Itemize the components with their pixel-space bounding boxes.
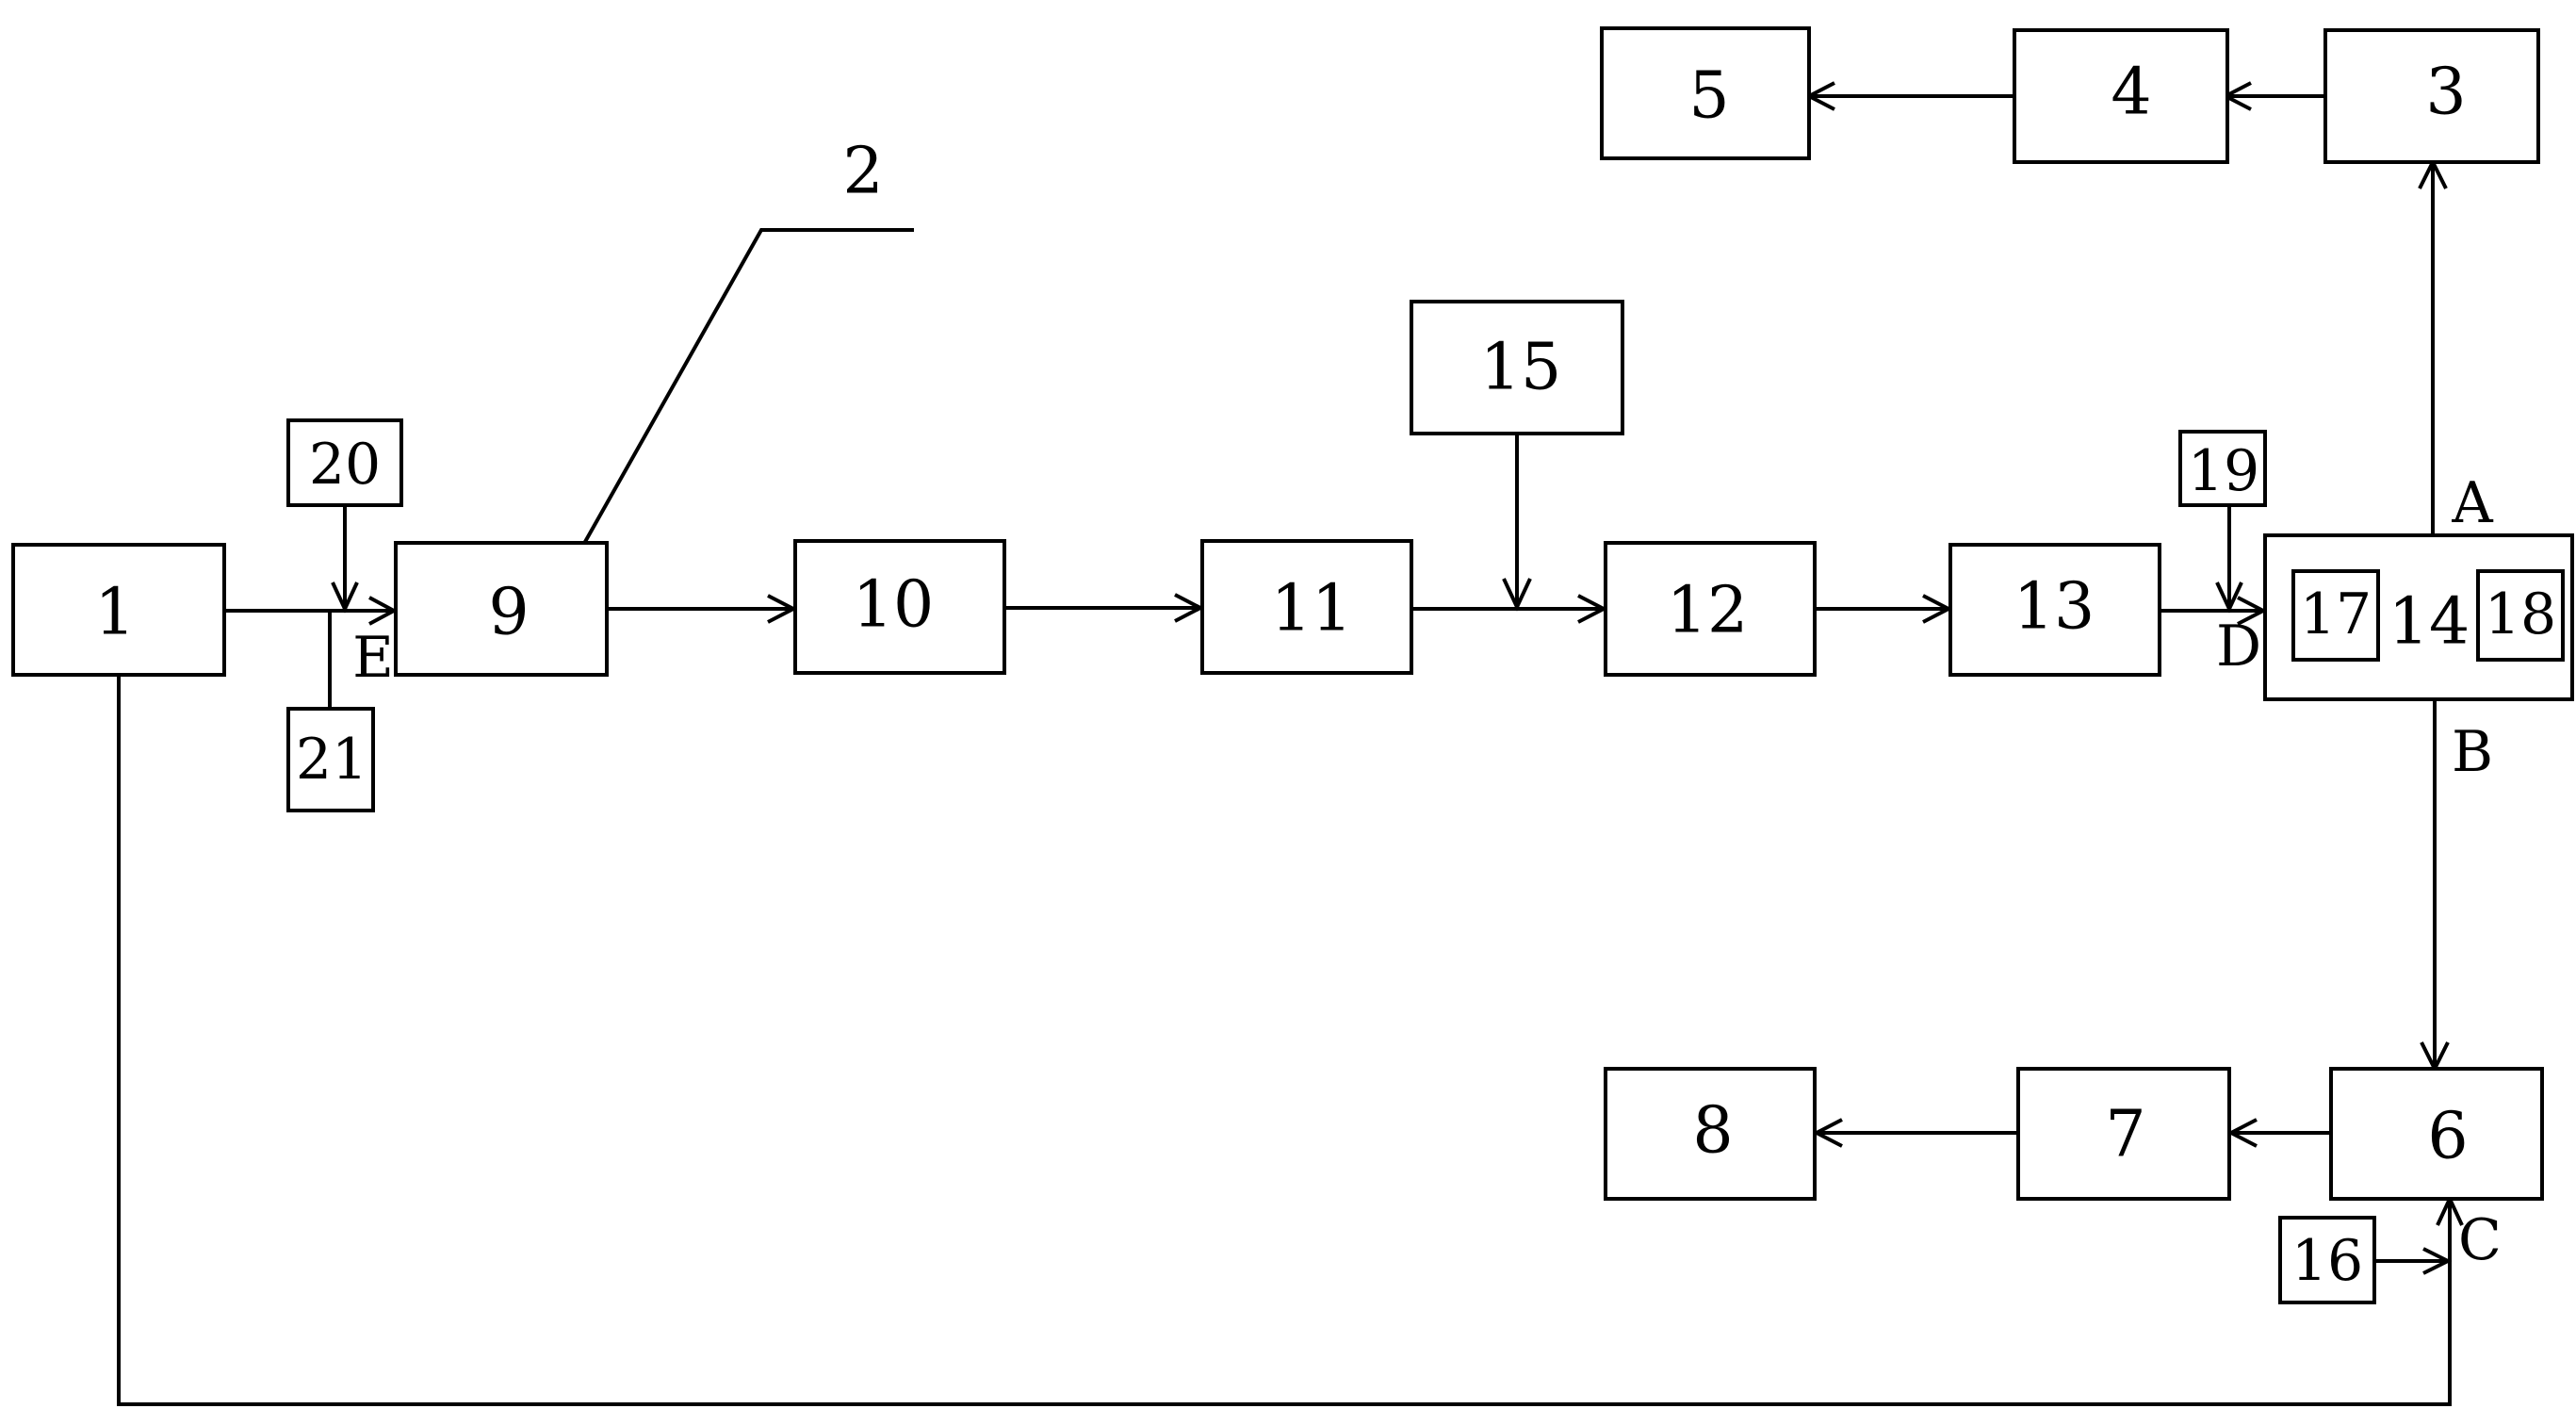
block-21: 21 [286, 707, 375, 812]
block-13-label: 13 [2014, 570, 2095, 645]
block-12-label: 12 [1667, 574, 1749, 648]
point-C-label: C [2458, 1207, 2502, 1273]
block-5-label: 5 [1688, 59, 1729, 134]
block-8-label: 8 [1692, 1094, 1733, 1169]
block-4: 4 [2013, 28, 2229, 164]
block-5: 5 [1600, 26, 1811, 160]
block-9: 9 [394, 541, 609, 677]
block-18-label: 18 [2485, 581, 2556, 647]
block-7: 7 [2016, 1067, 2231, 1201]
block-21-label: 21 [296, 727, 367, 793]
block-15-label: 15 [1480, 331, 1562, 405]
block-8: 8 [1604, 1067, 1817, 1201]
block-12: 12 [1604, 541, 1817, 677]
block-1: 1 [11, 543, 226, 677]
block-14: 17 14 18 [2263, 533, 2574, 701]
arrowhead-16 [2422, 1247, 2453, 1275]
block-19-label: 19 [2188, 438, 2259, 504]
block-19: 19 [2178, 430, 2267, 507]
point-B-label: B [2452, 719, 2493, 785]
reference-label-2: 2 [842, 135, 883, 209]
block-1-label: 1 [94, 576, 135, 650]
block-10: 10 [793, 539, 1006, 675]
block-7-label: 7 [2105, 1098, 2145, 1172]
block-16: 16 [2278, 1216, 2376, 1304]
block-11-label: 11 [1271, 572, 1353, 647]
block-15: 15 [1410, 300, 1624, 435]
block-18 [2476, 569, 2565, 662]
block-17 [2291, 569, 2380, 662]
arrowhead-19 [2215, 581, 2243, 614]
block-10-label: 10 [853, 568, 935, 643]
block-3: 3 [2323, 28, 2540, 164]
block-6-label: 6 [2427, 1100, 2468, 1174]
point-E-label: E [352, 625, 394, 691]
leader-line-2 [563, 228, 914, 578]
arrowhead-20-to-E [331, 581, 359, 614]
block-16-label: 16 [2291, 1228, 2363, 1294]
point-D-label: D [2216, 614, 2261, 680]
block-17-label: 17 [2300, 581, 2372, 647]
block-11: 11 [1200, 539, 1413, 675]
block-6: 6 [2329, 1067, 2544, 1201]
arrowhead-15 [1502, 578, 1532, 612]
point-A-label: A [2451, 470, 2493, 536]
block-13: 13 [1948, 543, 2161, 677]
block-20: 20 [286, 418, 403, 507]
block-14-label: 14 [2389, 585, 2470, 660]
block-3-label: 3 [2425, 56, 2466, 130]
connector-1-to-C [117, 675, 2452, 1406]
block-20-label: 20 [309, 432, 381, 498]
block-9-label: 9 [488, 576, 529, 650]
block-4-label: 4 [2111, 56, 2151, 130]
